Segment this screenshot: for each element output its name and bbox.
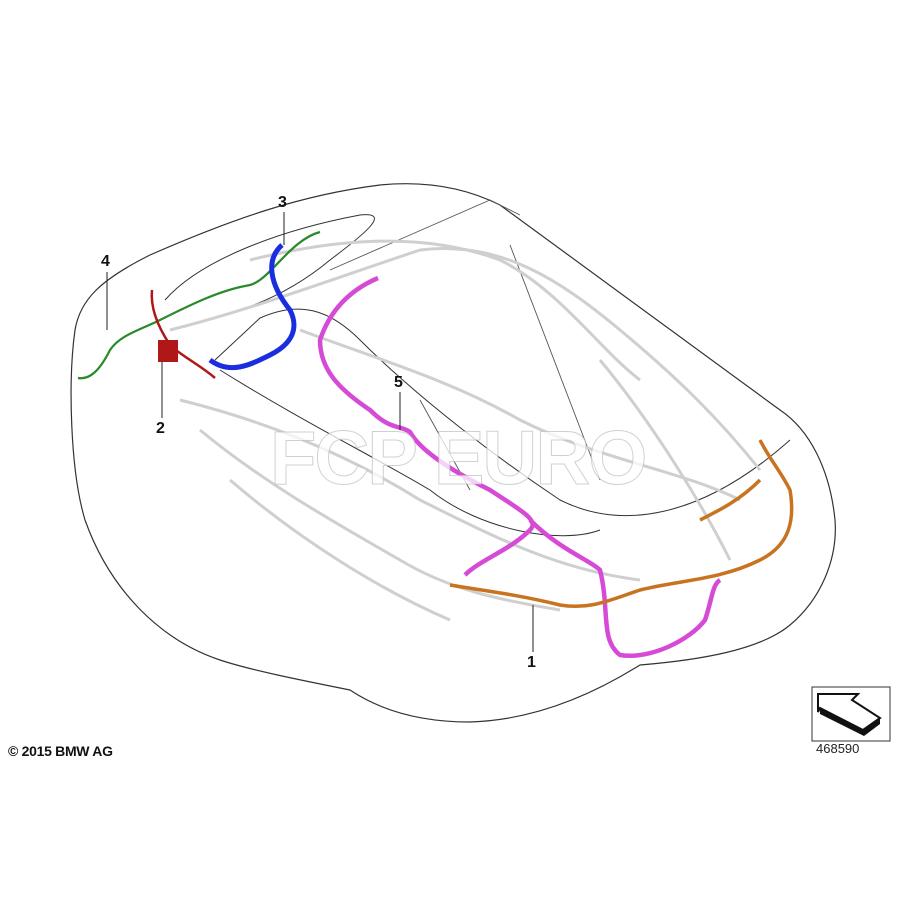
roof-outline: [214, 308, 791, 516]
callout-5[interactable]: 5: [394, 374, 403, 391]
harness-5-magenta: [317, 275, 722, 659]
callout-4[interactable]: 4: [101, 253, 110, 270]
harness-2-red: [150, 289, 216, 379]
windshield-outline: [164, 214, 375, 311]
callout-1[interactable]: 1: [527, 654, 536, 671]
car-body-outline: [70, 183, 836, 723]
orientation-icon: [811, 686, 891, 742]
harness-3-blue: [208, 243, 297, 371]
copyright: © 2015 BMW AG: [8, 743, 113, 759]
harness-2-connector: [158, 340, 178, 362]
callout-3[interactable]: 3: [278, 194, 287, 211]
harness-1-orange: [449, 439, 794, 609]
background-harness: [169, 239, 762, 622]
watermark: FCP EURO: [269, 416, 647, 502]
diagram-number: 468590: [816, 741, 860, 756]
callout-2[interactable]: 2: [156, 420, 165, 437]
